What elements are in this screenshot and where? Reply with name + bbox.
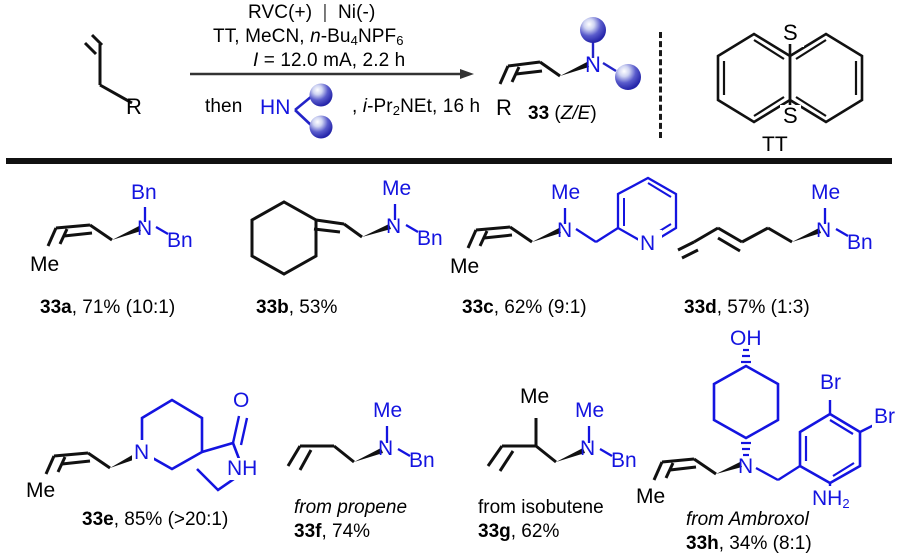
label-33d-me: Me: [811, 181, 841, 204]
product-card-33f: N Me Bn from propene 33f, 74%: [278, 390, 458, 541]
label-33h-br-right: Br: [874, 405, 895, 428]
product-card-33b: N Me Bn 33b, 53%: [234, 177, 444, 317]
thianthrene-name: TT: [762, 133, 788, 156]
product-r-label: R: [496, 95, 512, 120]
label-33g-bn: Bn: [611, 449, 637, 472]
label-33g-n: N: [580, 437, 596, 460]
label-33c-pyridine-n: N: [640, 232, 656, 255]
label-33d-bn: Bn: [847, 231, 873, 254]
amine-spheres: [294, 83, 333, 139]
product-card-33c: Me N Me N 33c, 62% (9:1): [446, 176, 678, 317]
caption-33b: 33b, 53%: [256, 297, 338, 318]
label-33e-o: O: [233, 389, 250, 412]
label-33e-n: N: [134, 441, 150, 464]
substrate-r-label: R: [126, 94, 142, 119]
product-33-structure: [498, 17, 641, 90]
reaction-scheme: R RVC(+) | Ni(-) TT, MeCN, n-Bu4NPF6 I =…: [0, 0, 898, 158]
structure-33e: [44, 398, 256, 492]
then-label: then: [205, 96, 243, 117]
substrate-structure: [83, 33, 133, 105]
structure-33h: [652, 348, 898, 508]
label-33e-me: Me: [26, 479, 56, 502]
caption-33d: 33d, 57% (1:3): [684, 297, 810, 318]
label-33f-bn: Bn: [409, 449, 435, 472]
product-card-33h: OH Me N Br Br NH2 from Ambroxol 33h, 34%…: [636, 327, 898, 553]
structure-33c: [466, 176, 678, 250]
label-33h-oh: OH: [730, 327, 762, 350]
source-33f: from propene: [294, 497, 408, 518]
vertical-dashed-divider: [659, 32, 662, 138]
label-33a-bn-right: Bn: [167, 229, 193, 252]
structure-33f: [286, 426, 411, 471]
label-33h-n: N: [738, 455, 754, 478]
base-label: , i-Pr2NEt, 16 h: [352, 96, 481, 118]
caption-33c: 33c, 62% (9:1): [462, 297, 587, 318]
label-33a-bn-top: Bn: [131, 181, 157, 204]
label-33h-nh2: NH2: [812, 487, 850, 511]
product-card-33a: Me N Bn Bn 33a, 71% (10:1): [22, 178, 232, 317]
label-33f-n: N: [378, 437, 394, 460]
structure-33a: [46, 207, 169, 247]
label-33a-n: N: [137, 217, 153, 240]
label-33g-me-top: Me: [575, 399, 605, 422]
label-33f-me: Me: [373, 399, 403, 422]
label-33h-me: Me: [636, 485, 666, 508]
label-33c-me: Me: [450, 255, 480, 278]
condition-line-3: I = 12.0 mA, 2.2 h: [253, 50, 406, 71]
thianthrene-s-bottom: S: [780, 105, 801, 127]
caption-33e: 33e, 85% (>20:1): [82, 509, 229, 530]
structure-33g: [486, 418, 613, 472]
caption-33a: 33a, 71% (10:1): [40, 297, 176, 318]
caption-33g: 33g, 62%: [478, 521, 560, 542]
product-33-caption: 33 (Z/E): [528, 103, 597, 124]
label-33g-me-left: Me: [520, 385, 550, 408]
label-33b-me: Me: [382, 177, 412, 200]
caption-33h: 33h, 34% (8:1): [686, 533, 812, 554]
label-33d-n: N: [816, 219, 832, 242]
label-33b-n: N: [386, 215, 402, 238]
amine-hn-label: HN: [260, 96, 291, 119]
thianthrene-s-top: S: [780, 22, 801, 44]
structure-33d: [677, 208, 849, 260]
product-card-33d: N Me Bn 33d, 57% (1:3): [668, 178, 888, 317]
source-33g: from isobutene: [478, 497, 604, 518]
condition-line-2: TT, MeCN, n-Bu4NPF6: [213, 26, 404, 48]
label-33e-nh: NH: [227, 457, 258, 480]
label-33c-n: N: [557, 219, 573, 242]
label-33h-br-top: Br: [820, 371, 841, 394]
label-33a-me: Me: [30, 253, 60, 276]
condition-line-1: RVC(+) | Ni(-): [248, 2, 376, 23]
condition-separator: |: [322, 2, 328, 23]
product-card-33g: Me N Me Bn from isobutene 33g, 62%: [478, 378, 660, 541]
structure-33b: [250, 200, 419, 276]
label-33c-me-top: Me: [551, 181, 581, 204]
caption-33f: 33f, 74%: [294, 521, 371, 542]
horizontal-divider: [6, 158, 892, 164]
source-33h: from Ambroxol: [686, 509, 809, 530]
reaction-arrow: [190, 69, 474, 79]
product-card-33e: Me N O NH 33e, 85% (>20:1): [20, 368, 260, 529]
product-n-label: N: [585, 52, 601, 77]
label-33b-bn: Bn: [417, 227, 443, 250]
